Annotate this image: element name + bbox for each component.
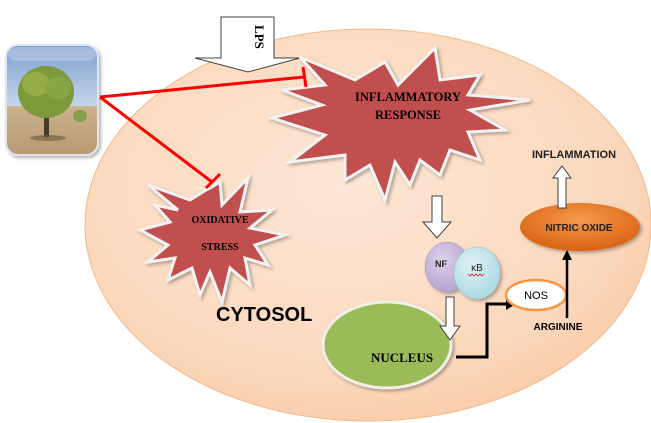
lps-label: LPS bbox=[252, 25, 267, 49]
cytosol-label: CYTOSOL bbox=[216, 304, 312, 326]
inhibit-bar-oxidative bbox=[204, 172, 222, 190]
oxidative-stress-label-1: OXIDATIVE bbox=[191, 215, 248, 226]
arrow-to-inflammation bbox=[552, 165, 572, 209]
nf-kb-complex bbox=[424, 241, 501, 300]
inflammatory-response-label-2: RESPONSE bbox=[375, 108, 441, 122]
kb-label: κB bbox=[471, 263, 483, 274]
inhibit-line-inflammatory bbox=[99, 75, 305, 99]
arrow-nucleus-to-nos bbox=[456, 302, 508, 359]
arginine-label: ARGININE bbox=[534, 322, 583, 333]
oxidative-stress-burst: OXIDATIVE STRESS bbox=[135, 173, 291, 307]
inhibit-line-oxidative bbox=[99, 95, 213, 184]
inhibit-bar-inflammatory bbox=[301, 66, 308, 88]
nucleus-label: NUCLEUS bbox=[371, 350, 433, 365]
kb-spellcheck-underline bbox=[467, 273, 485, 277]
cell-body bbox=[84, 28, 651, 422]
lps-arrow: LPS bbox=[194, 16, 301, 73]
inflammatory-response-label-1: INFLAMMATORY bbox=[355, 90, 461, 104]
inflammatory-response-burst: INFLAMMATORY RESPONSE bbox=[266, 44, 531, 205]
arrow-to-nfkb bbox=[421, 195, 453, 239]
nf-label: NF bbox=[435, 259, 447, 269]
kb-subunit bbox=[453, 246, 501, 300]
plant-tree-image bbox=[5, 44, 99, 156]
oxidative-stress-label-2: STRESS bbox=[201, 242, 239, 253]
inhibition-lines bbox=[99, 66, 308, 190]
inflammation-label: INFLAMMATION bbox=[532, 149, 616, 161]
arrow-to-nucleus bbox=[439, 296, 461, 341]
arrow-head-no bbox=[562, 250, 572, 260]
nucleus bbox=[321, 300, 453, 390]
nos-label: NOS bbox=[524, 290, 548, 302]
nitric-oxide bbox=[520, 203, 640, 251]
nitric-oxide-label: NITRIC OXIDE bbox=[545, 223, 613, 234]
